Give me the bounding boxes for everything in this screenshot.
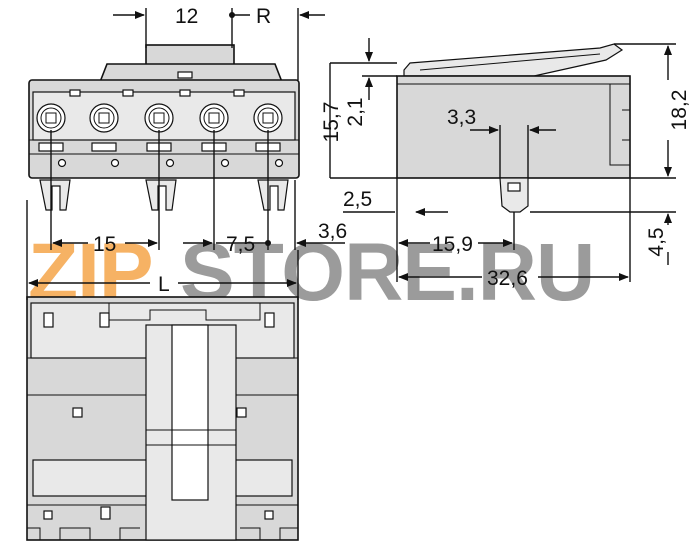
front-top-windows xyxy=(69,71,245,97)
dim-r: R xyxy=(256,5,271,28)
top-view xyxy=(26,296,299,541)
side-view xyxy=(396,43,631,213)
dim-7-5: 7,5 xyxy=(226,233,255,256)
dim-3-6: 3,6 xyxy=(318,220,347,243)
dim-4-5: 4,5 xyxy=(645,227,668,256)
solder-pins xyxy=(39,179,289,211)
top-view-marks xyxy=(43,312,275,520)
front-view xyxy=(28,44,300,211)
dimension-labels: 12 R 15 7,5 3,6 L 15,7 2,1 3,3 18,2 2,5 … xyxy=(93,5,691,296)
dim-12: 12 xyxy=(175,5,198,28)
dim-2-1: 2,1 xyxy=(344,97,367,126)
side-lever xyxy=(403,43,624,77)
dim-15-7: 15,7 xyxy=(320,102,343,143)
dim-l: L xyxy=(158,273,170,296)
top-center-groove xyxy=(171,324,209,501)
side-housing xyxy=(396,75,631,179)
dim-15-9: 15,9 xyxy=(432,233,473,256)
dimension-lines xyxy=(26,8,676,300)
dim-2-5: 2,5 xyxy=(343,188,372,211)
dim-32-6: 32,6 xyxy=(487,267,528,290)
dim-18-2: 18,2 xyxy=(668,90,691,131)
dim-15: 15 xyxy=(93,233,116,256)
dim-3-3: 3,3 xyxy=(447,106,476,129)
